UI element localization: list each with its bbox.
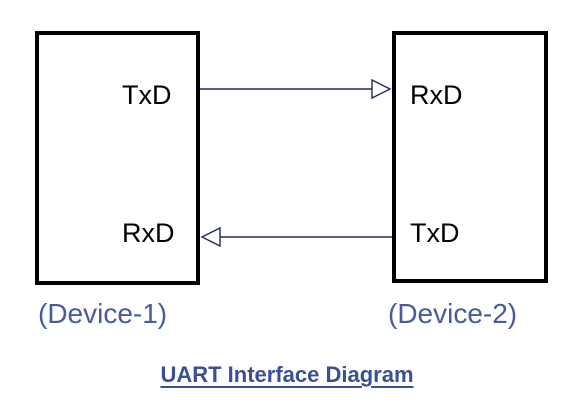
txd-to-rxd-return-arrowhead: [200, 226, 221, 248]
device2-rxd-label: RxD: [410, 80, 463, 110]
device1-box: [35, 31, 200, 285]
device2-caption: (Device-2): [388, 298, 518, 329]
device1-rxd-label: RxD: [122, 218, 175, 248]
diagram-title-text: UART Interface Diagram: [160, 362, 414, 387]
txd-to-rxd-arrowhead: [371, 78, 392, 100]
device1-txd-label: TxD: [122, 80, 172, 110]
device1-caption: (Device-1): [38, 298, 168, 329]
diagram-title: UART Interface Diagram: [0, 364, 574, 386]
device2-box: [392, 31, 548, 283]
device2-txd-label: TxD: [410, 218, 460, 248]
